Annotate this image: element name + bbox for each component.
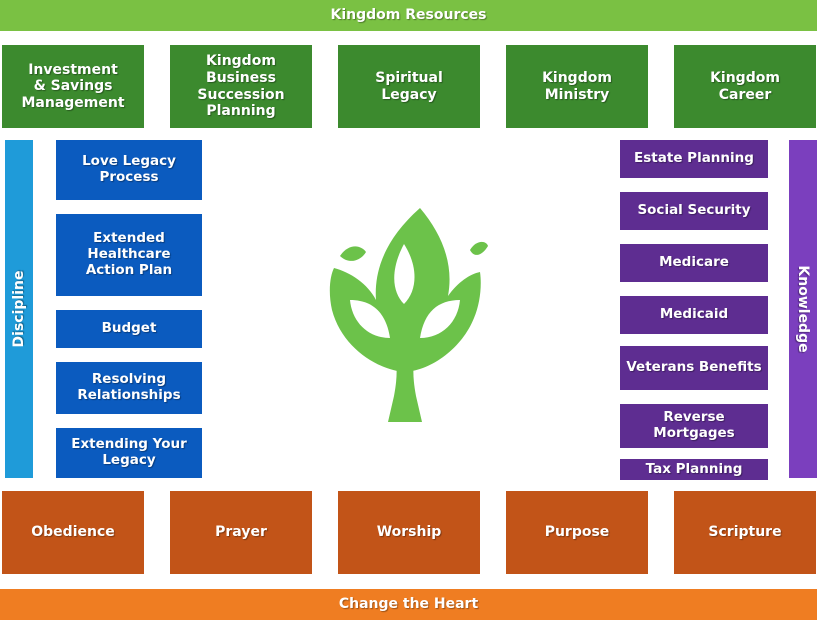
top-box-kingdom-career: Kingdom Career — [674, 45, 816, 128]
top-box-business-succession: Kingdom Business Succession Planning — [170, 45, 312, 128]
right-box-tax-planning: Tax Planning — [620, 459, 768, 480]
discipline-label: Discipline — [11, 270, 27, 348]
bottom-box-obedience: Obedience — [2, 491, 144, 574]
top-box-spiritual-legacy: Spiritual Legacy — [338, 45, 480, 128]
right-box-medicaid: Medicaid — [620, 296, 768, 334]
discipline-bar: Discipline — [5, 140, 33, 478]
left-box-love-legacy: Love Legacy Process — [56, 140, 202, 200]
change-the-heart-band: Change the Heart — [0, 589, 817, 620]
right-box-reverse-mortgages: Reverse Mortgages — [620, 404, 768, 448]
right-box-estate-planning: Estate Planning — [620, 140, 768, 178]
bottom-box-prayer: Prayer — [170, 491, 312, 574]
left-box-resolving-relationships: Resolving Relationships — [56, 362, 202, 414]
top-box-investment-savings: Investment & Savings Management — [2, 45, 144, 128]
tree-icon — [329, 208, 488, 422]
top-box-kingdom-ministry: Kingdom Ministry — [506, 45, 648, 128]
left-box-budget: Budget — [56, 310, 202, 348]
knowledge-bar: Knowledge — [789, 140, 817, 478]
left-box-extending-legacy: Extending Your Legacy — [56, 428, 202, 478]
knowledge-label: Knowledge — [795, 265, 811, 353]
bottom-box-scripture: Scripture — [674, 491, 816, 574]
bottom-box-worship: Worship — [338, 491, 480, 574]
bottom-box-purpose: Purpose — [506, 491, 648, 574]
right-box-medicare: Medicare — [620, 244, 768, 282]
right-box-veterans-benefits: Veterans Benefits — [620, 346, 768, 390]
left-box-extended-healthcare: Extended Healthcare Action Plan — [56, 214, 202, 296]
kingdom-resources-band: Kingdom Resources — [0, 0, 817, 31]
right-box-social-security: Social Security — [620, 192, 768, 230]
